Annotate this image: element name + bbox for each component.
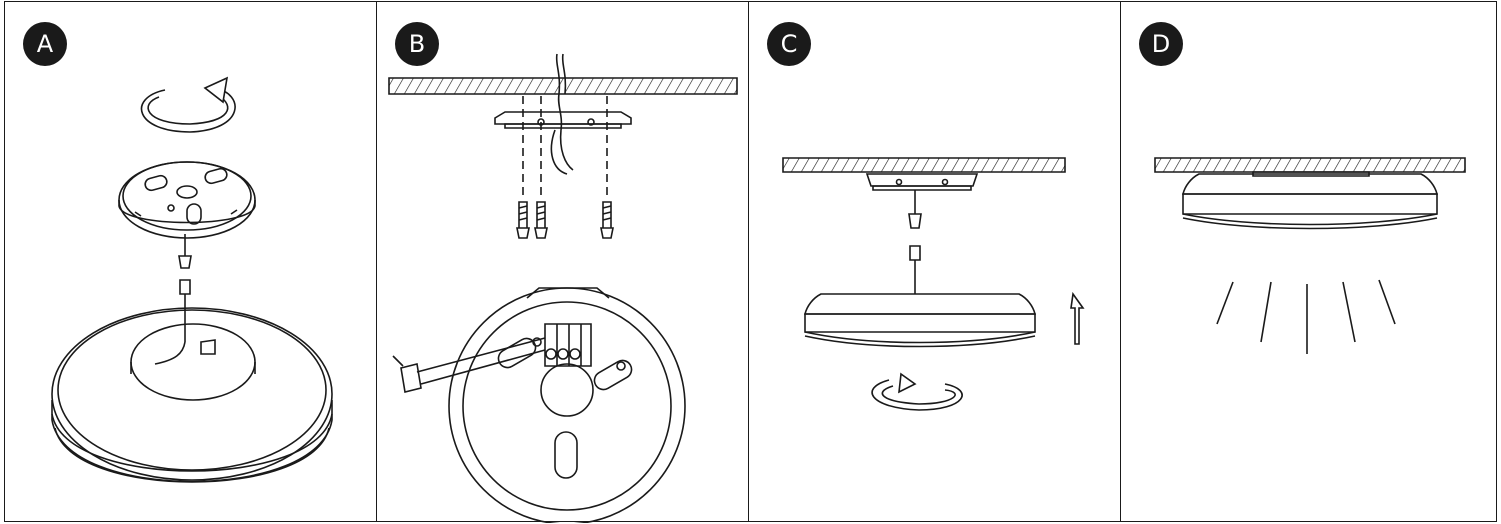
connector-icon [179,234,191,342]
connector-icon [909,190,921,294]
rotate-counterclockwise-arrow-icon [142,78,236,132]
ceiling-icon [1155,158,1465,172]
panel-b-illustration [377,2,750,523]
panel-c-illustration [749,2,1122,523]
step-badge-b: B [395,22,439,66]
mounting-plate-icon [119,162,255,238]
panel-a-illustration [5,2,378,523]
panel-d: D [1120,1,1497,522]
step-badge-c: C [767,22,811,66]
step-badge-a: A [23,22,67,66]
panel-b: B [376,1,749,522]
terminal-block-icon [393,288,685,523]
lamp-body-icon [1183,172,1437,229]
lamp-body-icon [805,294,1035,347]
step-badge-d: D [1139,22,1183,66]
panel-a: A [4,1,377,522]
screw-icon [517,202,613,238]
mounting-plate-icon [495,112,631,128]
panel-c: C [748,1,1121,522]
panel-d-illustration [1121,2,1498,523]
up-arrow-icon [1071,294,1083,344]
light-rays-icon [1217,280,1395,354]
lamp-body-icon [52,308,332,482]
ceiling-icon [389,78,737,94]
rotate-clockwise-arrow-icon [872,374,962,410]
ceiling-icon [783,158,1065,172]
